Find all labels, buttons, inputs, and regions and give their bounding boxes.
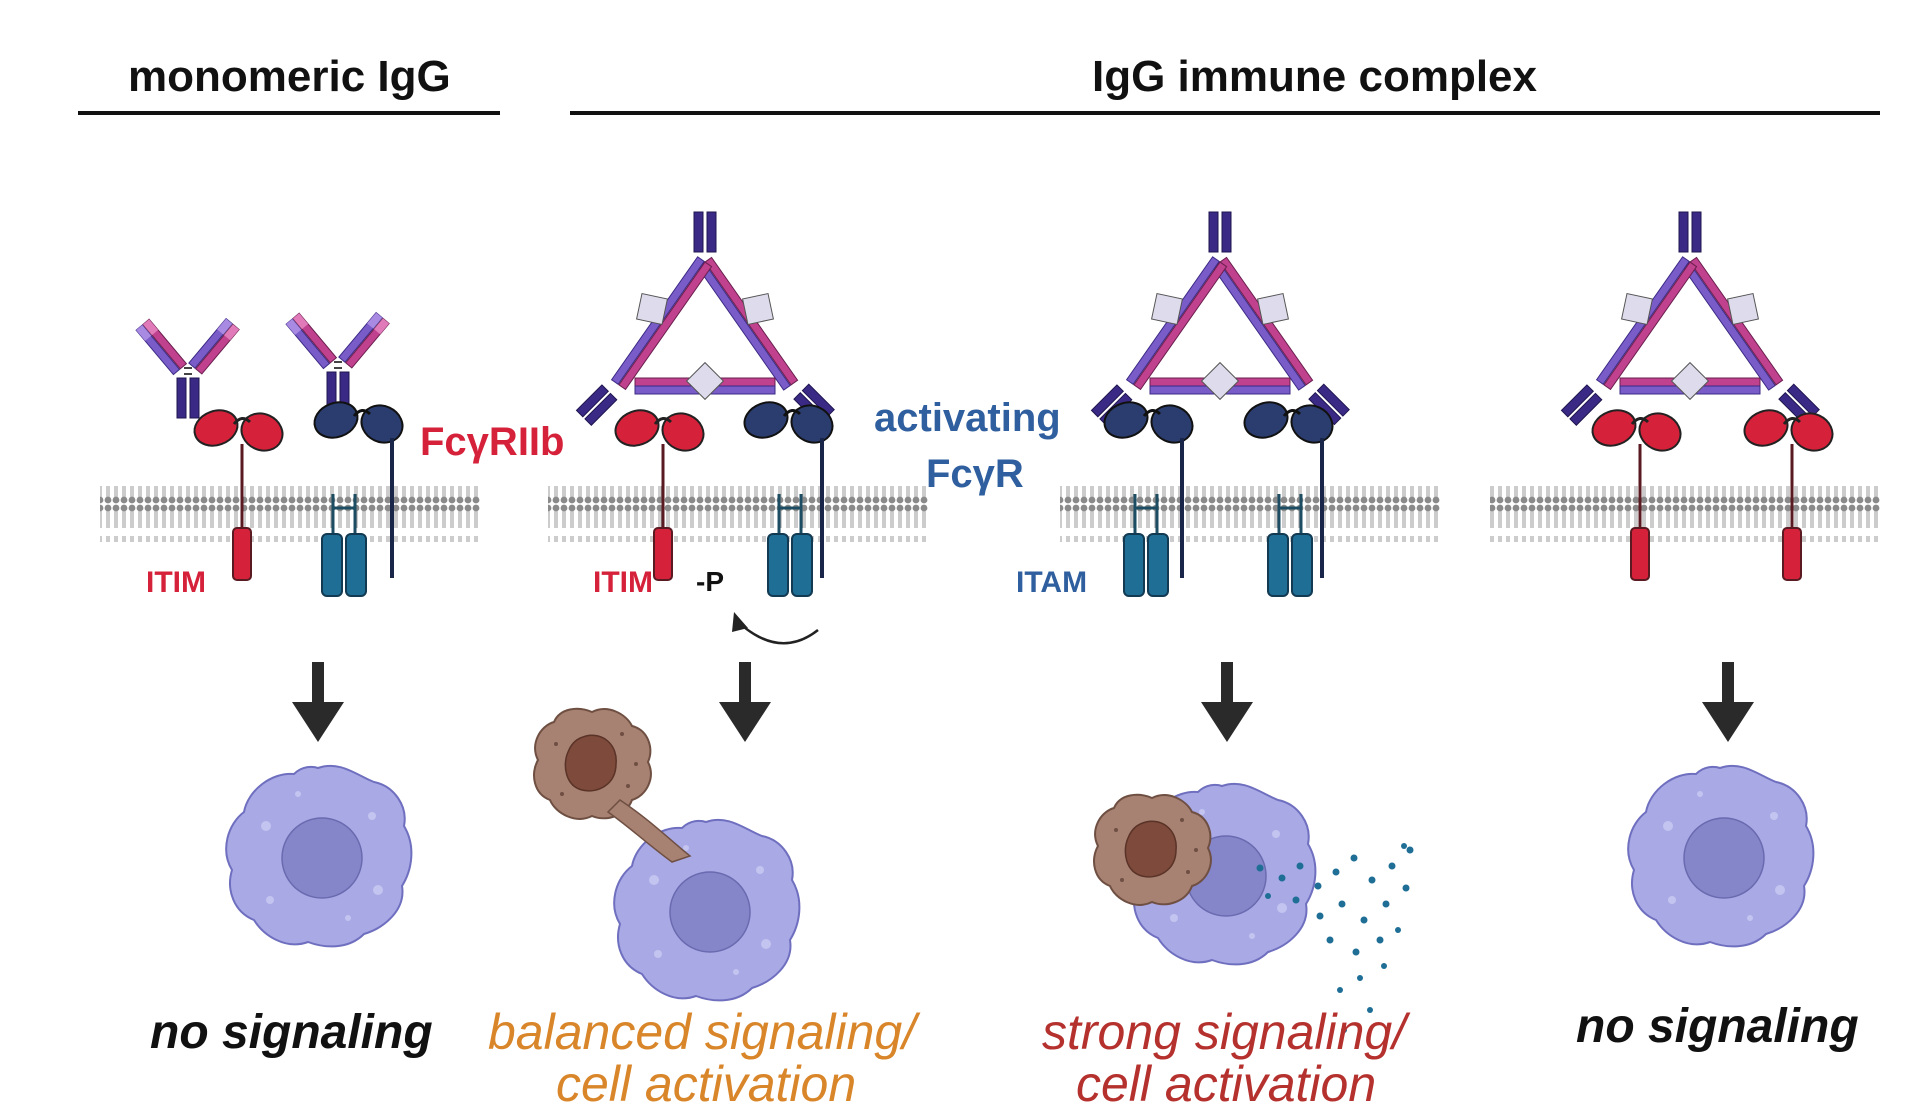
cytokine-dots bbox=[1256, 843, 1414, 1033]
down-arrow-4 bbox=[1702, 662, 1754, 742]
target-cell-2 bbox=[533, 707, 652, 820]
effector-cell-1 bbox=[225, 764, 413, 948]
label-itim-1: ITIM bbox=[146, 566, 206, 599]
label-activating: activating bbox=[874, 396, 1061, 440]
label-fcgr2b: FcγRIIb bbox=[420, 420, 565, 464]
label-itam: ITAM bbox=[1016, 566, 1088, 599]
down-arrow-2 bbox=[719, 662, 771, 742]
caption-panel-4: no signaling bbox=[1576, 1000, 1859, 1053]
label-phospho: -P bbox=[696, 566, 724, 597]
label-itim-2: ITIM bbox=[593, 566, 653, 599]
effector-cell-4 bbox=[1627, 764, 1815, 948]
effector-cell-3 bbox=[1093, 782, 1414, 1033]
caption-panel-3-line-2: cell activation bbox=[1076, 1056, 1377, 1104]
down-arrow-1 bbox=[292, 662, 344, 742]
header-monomeric: monomeric IgG bbox=[128, 52, 451, 101]
membrane-panel-3 bbox=[1060, 486, 1440, 542]
caption-panel-2-line-2: cell activation bbox=[556, 1056, 857, 1104]
membrane-panel-1 bbox=[100, 486, 480, 542]
membrane-panel-2 bbox=[548, 486, 928, 542]
header-monomeric-rule bbox=[78, 111, 500, 115]
panel-2-receptors bbox=[575, 211, 841, 645]
header-complex: IgG immune complex bbox=[1092, 52, 1537, 101]
membrane-panel-4 bbox=[1490, 486, 1880, 542]
header-complex-rule bbox=[570, 111, 1880, 115]
label-activating-fcgr: FcγR bbox=[926, 452, 1024, 496]
panel-1-receptors bbox=[135, 311, 411, 598]
caption-panel-1: no signaling bbox=[150, 1006, 433, 1059]
effector-cell-2 bbox=[533, 707, 801, 1002]
down-arrow-3 bbox=[1201, 662, 1253, 742]
caption-panel-3-line-1: strong signaling/ bbox=[1042, 1004, 1407, 1060]
caption-panel-2-line-1: balanced signaling/ bbox=[488, 1004, 917, 1060]
